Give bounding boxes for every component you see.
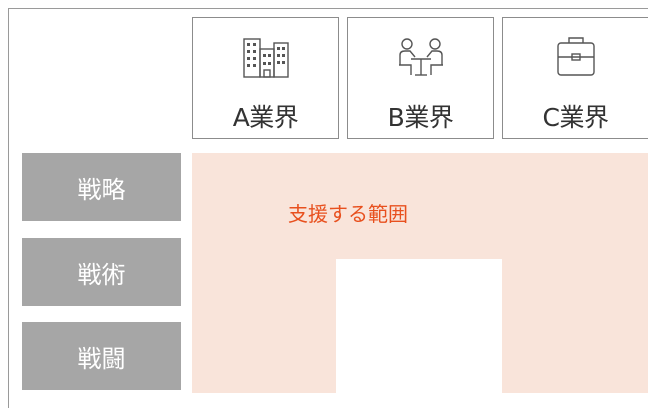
industry-box-c: C業界: [502, 17, 648, 139]
industry-box-b: B業界: [347, 17, 494, 139]
level-strategy: 戦略: [22, 153, 181, 221]
industry-label-a: A業界: [232, 103, 299, 132]
briefcase-icon: [556, 37, 595, 76]
level-tactics: 戦術: [22, 238, 181, 306]
scope-excluded-area: [336, 259, 502, 396]
industry-box-a: A業界: [192, 17, 339, 139]
buildings-icon: [242, 38, 289, 78]
level-combat: 戦闘: [22, 322, 181, 390]
meeting-icon: [398, 38, 443, 76]
industry-label-c: C業界: [542, 103, 609, 132]
support-scope-label: 支援する範囲: [288, 202, 408, 226]
diagram-frame: [8, 8, 648, 408]
industry-label-b: B業界: [387, 103, 454, 132]
